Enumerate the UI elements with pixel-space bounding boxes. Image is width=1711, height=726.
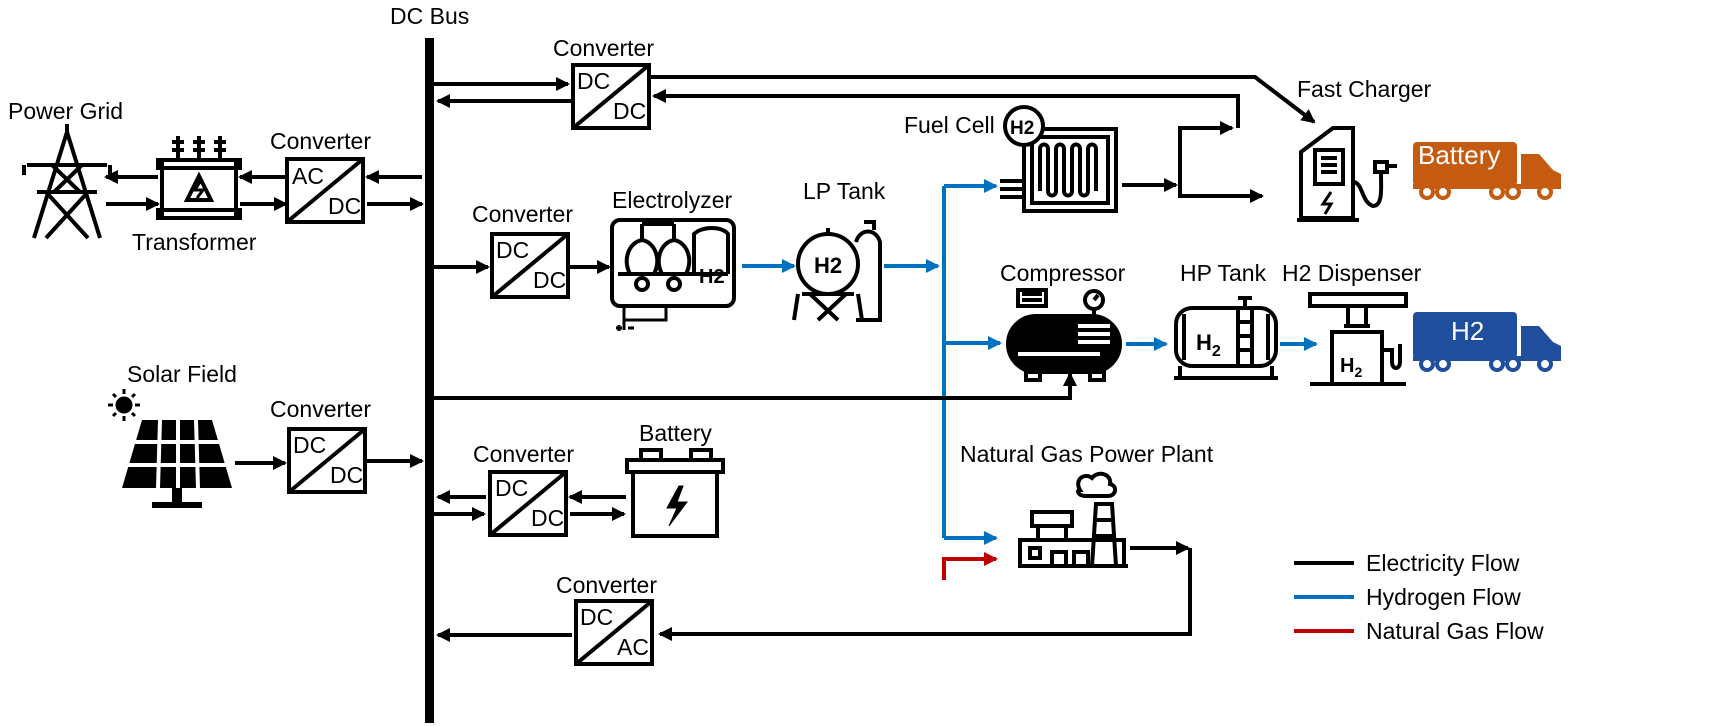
transformer-label: Transformer [132,229,257,255]
arrow-gas-plant-to-converter [658,548,1192,641]
fast-charger-label: Fast Charger [1297,76,1432,102]
lp-tank-icon [792,220,882,322]
battery-truck-label: Battery [1418,140,1500,170]
transformer-icon [156,136,242,220]
svg-text:DC: DC [580,604,613,630]
solar-panel-icon [122,419,232,508]
svg-text:DC: DC [495,475,528,501]
fast-charger-dc-dc-converter: DC DC [571,63,651,130]
fuel-cell-label: Fuel Cell [904,112,995,138]
compressor-label: Compressor [1000,260,1126,286]
fast-charger-converter-label: Converter [553,35,654,61]
svg-text:DC: DC [531,505,564,531]
svg-text:DC: DC [496,237,529,263]
lp-tank-h2-text: H2 [814,253,842,278]
dc-bus-label: DC Bus [390,3,469,29]
solar-field-label: Solar Field [127,361,237,387]
battery-converter-label: Converter [473,441,574,467]
battery-truck-icon: Battery [1413,140,1561,200]
svg-text:DC: DC [293,432,326,458]
hp-tank-label: HP Tank [1180,260,1267,286]
legend-label-hydrogen: Hydrogen Flow [1366,584,1521,610]
dispenser-h2-text: H2 [1340,355,1362,380]
h2-dispenser-label: H2 Dispenser [1282,260,1422,286]
svg-text:DC: DC [577,68,610,94]
h2-dispenser-icon [1308,292,1408,386]
electrolyzer-converter-label: Converter [472,201,573,227]
grid-converter-label: Converter [270,128,371,154]
hp-tank-h2-text: H2 [1196,330,1221,360]
solar-dc-dc-converter: DC DC [287,427,367,494]
dc-bus [425,38,434,723]
electrolyzer-icon [610,218,736,331]
arrow-natural-gas-to-plant [942,552,998,580]
arrow-fc-converter-to-fast-charger [649,75,1316,124]
battery-label: Battery [639,420,712,446]
svg-text:AC: AC [292,163,324,189]
svg-text:DC: DC [328,193,361,219]
hp-tank-icon [1174,296,1278,380]
legend: Electricity Flow Hydrogen Flow Natural G… [1294,550,1544,644]
electrolyzer-h2-text: H2 [699,266,725,288]
natural-gas-plant-label: Natural Gas Power Plant [960,441,1214,467]
arrow-junction-to-fast-charger [1178,128,1264,203]
h2-truck-label: H2 [1451,316,1484,346]
fast-charger-icon [1297,126,1397,222]
svg-text:DC: DC [533,267,566,293]
svg-text:DC: DC [613,98,646,124]
svg-text:AC: AC [617,634,649,660]
svg-text:H2: H2 [1010,118,1034,139]
compressor-icon [1006,288,1122,382]
legend-label-electricity: Electricity Flow [1366,550,1520,576]
battery-storage-icon [625,448,725,538]
fuel-cell-junction [1178,121,1234,196]
grid-ac-dc-converter: AC DC [285,157,365,224]
electrolyzer-dc-dc-converter: DC DC [490,232,570,299]
fuel-cell-h2-badge: H2 [1003,105,1045,147]
fuel-cell-icon [1000,127,1118,213]
lp-tank-label: LP Tank [803,178,886,204]
electrolyzer-label: Electrolyzer [612,187,732,213]
gas-plant-converter-label: Converter [556,572,657,598]
arrow-bus-to-compressor [434,372,1077,400]
natural-gas-plant-icon [1018,471,1128,568]
power-grid-tower-icon [22,124,112,240]
h2-truck-icon: H2 [1413,312,1561,372]
sun-icon [108,389,140,421]
solar-converter-label: Converter [270,396,371,422]
arrow-junction-to-fc-converter [652,89,1240,128]
power-grid-label: Power Grid [8,98,123,124]
gas-plant-dc-ac-converter: DC AC [574,599,654,666]
legend-label-natural-gas: Natural Gas Flow [1366,618,1544,644]
svg-text:DC: DC [330,462,363,488]
battery-dc-dc-converter: DC DC [488,470,568,537]
